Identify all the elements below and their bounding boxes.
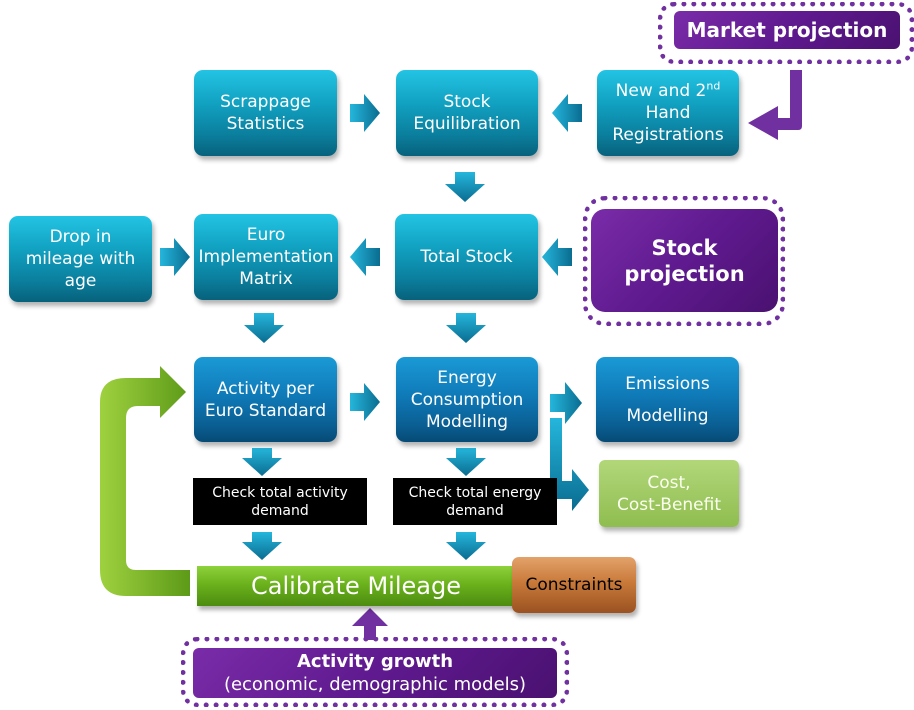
new-registrations-line2: Hand xyxy=(645,103,691,123)
emissions-line2: Modelling xyxy=(626,405,709,426)
arrow-market-projection-to-registrations xyxy=(748,70,802,140)
stock-projection-node: Stock projection xyxy=(591,209,778,312)
cost-benefit-node: Cost, Cost-Benefit xyxy=(599,460,739,527)
arrow-stock-projection-to-total-stock xyxy=(542,238,572,276)
check-activity-demand-node: Check total activity demand xyxy=(193,478,367,525)
total-stock-node: Total Stock xyxy=(395,214,538,300)
cost-benefit-line2: Cost-Benefit xyxy=(616,494,722,515)
activity-growth-title: Activity growth xyxy=(296,651,454,672)
arrow-total-stock-to-energy xyxy=(446,313,486,343)
arrow-energy-to-check-energy xyxy=(446,448,486,476)
stock-projection-frame xyxy=(583,196,785,326)
arrow-drop-mileage-to-euro-matrix xyxy=(160,238,190,276)
cost-benefit-line1: Cost, xyxy=(647,472,691,493)
emissions-line1: Emissions xyxy=(625,373,710,394)
new-registrations-node: New and 2nd Hand Registrations xyxy=(597,70,739,156)
arrow-euro-matrix-to-activity xyxy=(244,313,284,343)
drop-in-mileage-node: Drop in mileage with age xyxy=(9,216,152,302)
arrow-check-activity-to-calibrate xyxy=(242,532,282,560)
arrow-activity-to-check-activity xyxy=(242,448,282,476)
activity-growth-subtitle: (economic, demographic models) xyxy=(223,674,527,695)
check-energy-demand-node: Check total energy demand xyxy=(393,478,557,525)
activity-growth-frame xyxy=(181,637,569,707)
emissions-modelling-node: Emissions Modelling xyxy=(596,357,739,442)
scrappage-statistics-node: Scrappage Statistics xyxy=(194,70,337,156)
new-registrations-line3: Registrations xyxy=(612,125,724,145)
arrow-registrations-to-equilibration xyxy=(552,94,582,132)
arrow-total-stock-to-euro-matrix xyxy=(350,238,380,276)
energy-consumption-modelling-node: Energy Consumption Modelling xyxy=(396,357,538,442)
arrow-activity-growth-to-calibrate xyxy=(352,608,388,640)
market-projection-node: Market projection xyxy=(674,11,900,49)
euro-implementation-matrix-node: Euro Implementation Matrix xyxy=(194,214,338,300)
new-registrations-line1: New and 2nd xyxy=(615,79,721,101)
arrow-calibrate-loop-to-activity xyxy=(100,366,190,596)
market-projection-frame xyxy=(658,2,914,64)
calibrate-mileage-node: Calibrate Mileage xyxy=(197,566,515,606)
arrow-activity-to-energy xyxy=(350,383,380,421)
activity-per-euro-standard-node: Activity per Euro Standard xyxy=(194,357,337,442)
activity-growth-node: Activity growth (economic, demographic m… xyxy=(193,648,557,698)
stock-equilibration-node: Stock Equilibration xyxy=(396,70,538,156)
arrow-scrappage-to-equilibration xyxy=(350,94,380,132)
arrow-equilibration-to-total-stock xyxy=(445,172,485,202)
arrow-check-energy-to-calibrate xyxy=(446,532,486,560)
constraints-node: Constraints xyxy=(512,557,636,613)
arrow-energy-to-emissions xyxy=(550,382,582,424)
